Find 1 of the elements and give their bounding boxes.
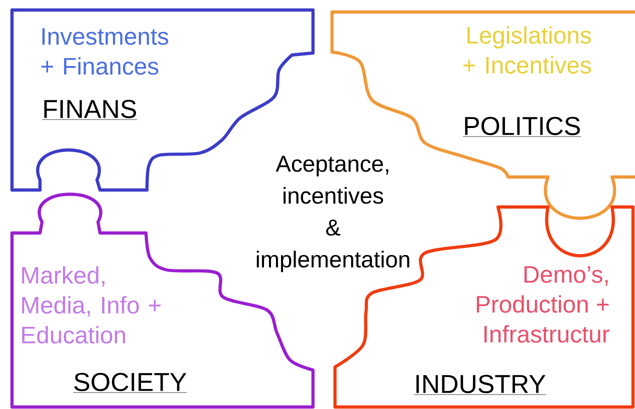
center-text: Aceptance, incentives & implementation <box>256 156 410 272</box>
